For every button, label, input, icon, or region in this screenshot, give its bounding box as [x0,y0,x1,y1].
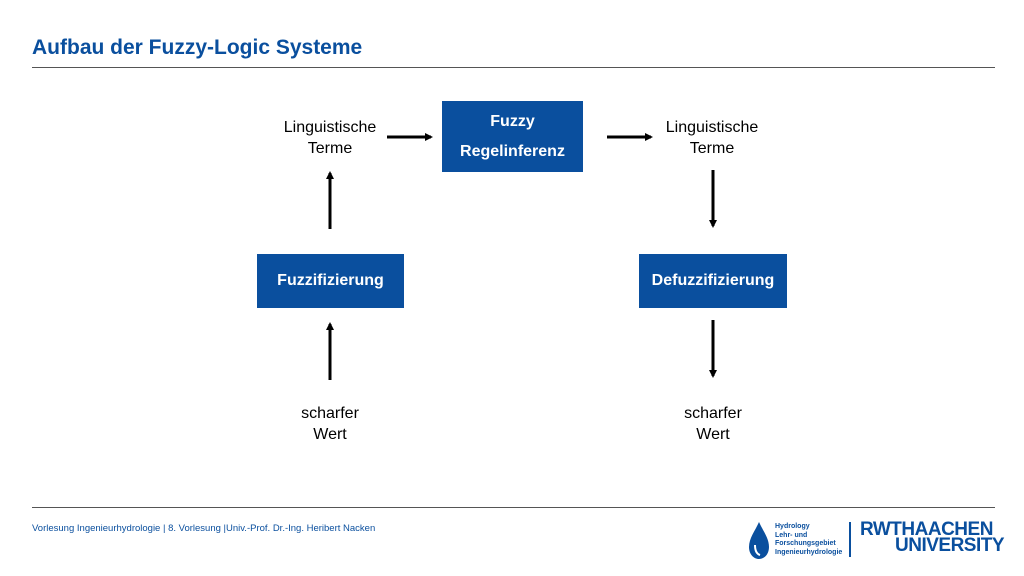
inference-line2: Regelinferenz [460,142,565,160]
left-terms-line2: Terme [307,140,353,157]
left-value-line1: scharfer [301,405,359,422]
page-title: Aufbau der Fuzzy-Logic Systeme [32,36,363,59]
right-terms-line2: Terme [689,140,735,157]
rwth-logo-line1: RWTHAACHEN [860,519,993,540]
right-value-line2: Wert [696,426,730,443]
right-linguistic-terms: Linguistische Terme [652,117,772,159]
defuzzification-box: Defuzzifizierung [639,254,787,308]
left-value-line2: Wert [313,426,347,443]
left-linguistic-terms: Linguistische Terme [270,117,390,159]
inference-line1: Fuzzy [490,112,535,130]
defuzzification-label: Defuzzifizierung [651,272,775,289]
right-crisp-value: scharfer Wert [663,403,763,445]
fuzzy-inference-box: Fuzzy Regelinferenz [442,101,583,172]
title-divider [32,67,995,68]
fuzzification-box: Fuzzifizierung [257,254,404,308]
logo-separator [849,522,851,557]
left-crisp-value: scharfer Wert [280,403,380,445]
fuzzification-label: Fuzzifizierung [277,272,384,289]
footer-divider [32,507,995,508]
footer-text: Vorlesung Ingenieurhydrologie | 8. Vorle… [32,523,376,534]
water-drop-logo-icon [749,522,769,559]
rwth-logo: RWTHAACHEN UNIVERSITY [860,519,1005,556]
right-terms-line1: Linguistische [665,119,759,136]
left-terms-line1: Linguistische [283,119,377,136]
rwth-logo-line2: UNIVERSITY [895,535,1005,556]
right-value-line1: scharfer [684,405,742,422]
